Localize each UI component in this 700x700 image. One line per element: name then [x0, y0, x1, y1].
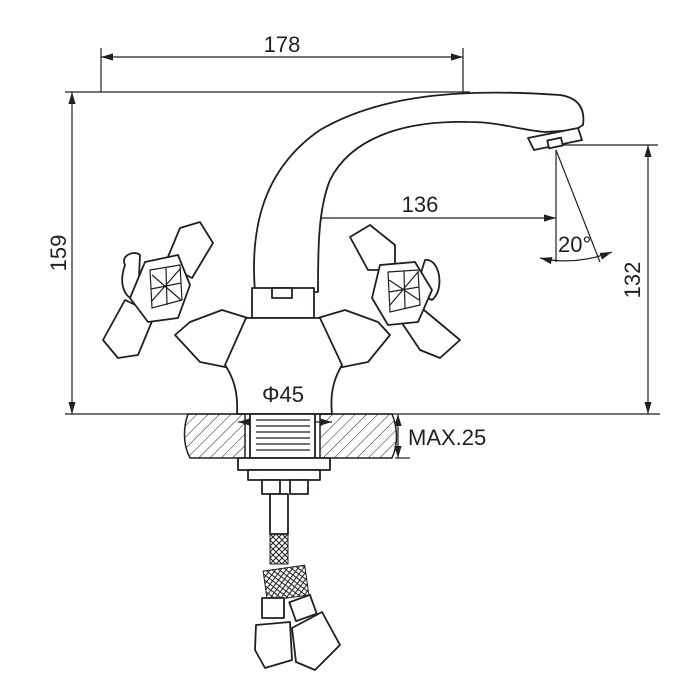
left-cross-handle	[102, 221, 214, 359]
dim-max-deck: MAX.25	[408, 425, 486, 450]
threaded-shank	[249, 413, 316, 459]
spout	[253, 91, 585, 293]
dim-spout-angle: 20°	[558, 232, 591, 257]
dim-spout-reach: 136	[402, 192, 439, 217]
supply-hoses	[254, 493, 341, 671]
dim-base-diameter: Φ45	[262, 382, 304, 407]
dim-spout-height: 132	[620, 262, 645, 299]
right-cross-handle	[349, 224, 461, 359]
nut	[237, 457, 331, 471]
deck-section	[183, 413, 398, 459]
dim-overall-height: 159	[46, 235, 71, 272]
dim-overall-width: 178	[264, 32, 301, 57]
